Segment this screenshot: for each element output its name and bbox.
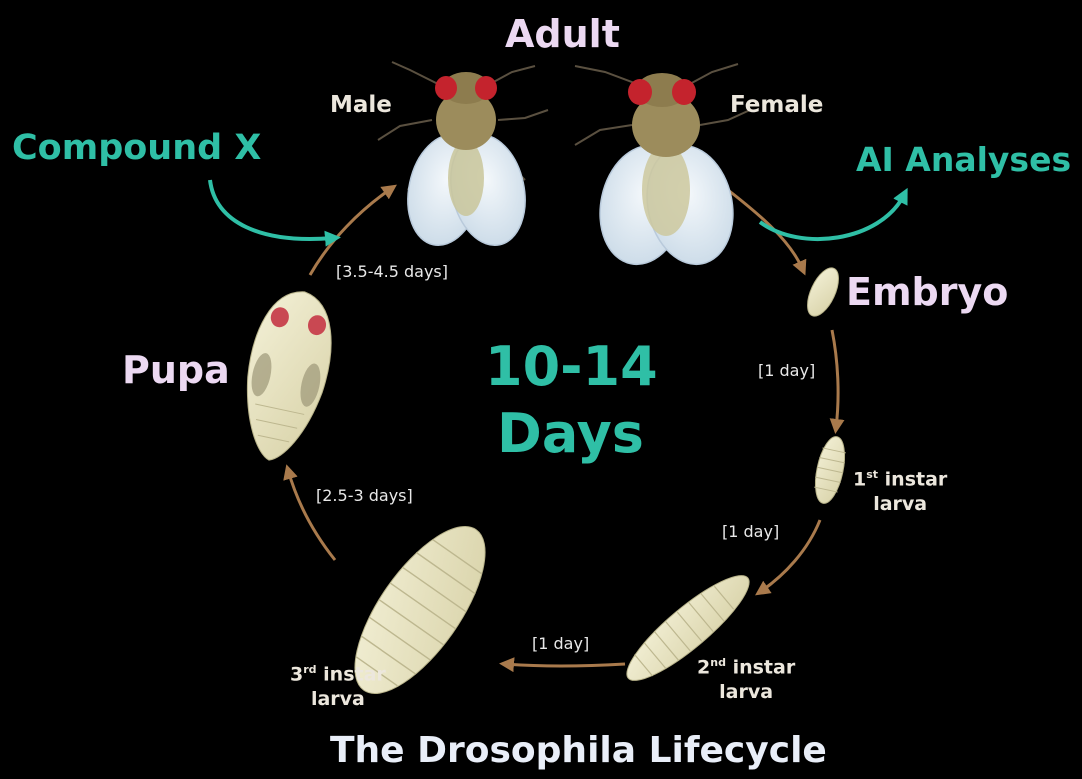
third-instar-suffix: rd <box>303 663 316 676</box>
arrow-ai-output <box>760 195 904 239</box>
second-instar-larva-word: larva <box>719 681 773 703</box>
adult-label: Adult <box>505 12 620 56</box>
third-instar-larva-word: larva <box>311 688 365 710</box>
duration-pupa-to-adult: [3.5-4.5 days] <box>336 262 448 281</box>
first-instar-word: instar <box>885 468 948 490</box>
duration-embryo-to-l1: [1 day] <box>758 361 815 380</box>
third-instar-word: instar <box>323 663 386 685</box>
third-instar-number: 3 <box>290 663 303 685</box>
second-instar-number: 2 <box>697 656 710 678</box>
female-fly-illustration <box>575 64 750 272</box>
embryo-label: Embryo <box>846 270 1008 314</box>
ai-analyses-label: AI Analyses <box>856 140 1071 179</box>
male-fly-illustration <box>378 62 548 252</box>
arrow-l3-to-pupa <box>288 470 335 560</box>
compound-x-label: Compound X <box>12 128 261 168</box>
arrow-l2-to-l3 <box>505 664 625 666</box>
first-instar-label: 1st instar larva <box>853 462 947 517</box>
third-instar-label: 3rd instar larva <box>290 657 386 712</box>
diagram-title: The Drosophila Lifecycle <box>330 730 827 771</box>
second-instar-suffix: nd <box>710 656 726 669</box>
male-label: Male <box>330 93 392 118</box>
arrow-compound-input <box>210 180 333 239</box>
arrow-embryo-to-l1 <box>832 330 838 428</box>
duration-l3-to-pupa: [2.5-3 days] <box>316 486 413 505</box>
first-instar-suffix: st <box>866 468 878 481</box>
arrow-adult-to-embryo <box>728 190 803 270</box>
second-instar-label: 2nd instar larva <box>697 650 795 705</box>
female-label: Female <box>730 93 823 118</box>
duration-l2-to-l3: [1 day] <box>532 634 589 653</box>
first-instar-number: 1 <box>853 468 866 490</box>
first-instar-larva-illustration <box>810 434 850 506</box>
first-instar-larva-word: larva <box>873 493 927 515</box>
pupa-illustration <box>231 284 343 469</box>
pupa-label: Pupa <box>122 348 230 392</box>
duration-l1-to-l2: [1 day] <box>722 522 779 541</box>
second-instar-word: instar <box>733 656 796 678</box>
embryo-illustration <box>801 263 845 320</box>
center-days-number: 10-14 <box>485 335 658 398</box>
center-days-word: Days <box>497 402 644 465</box>
